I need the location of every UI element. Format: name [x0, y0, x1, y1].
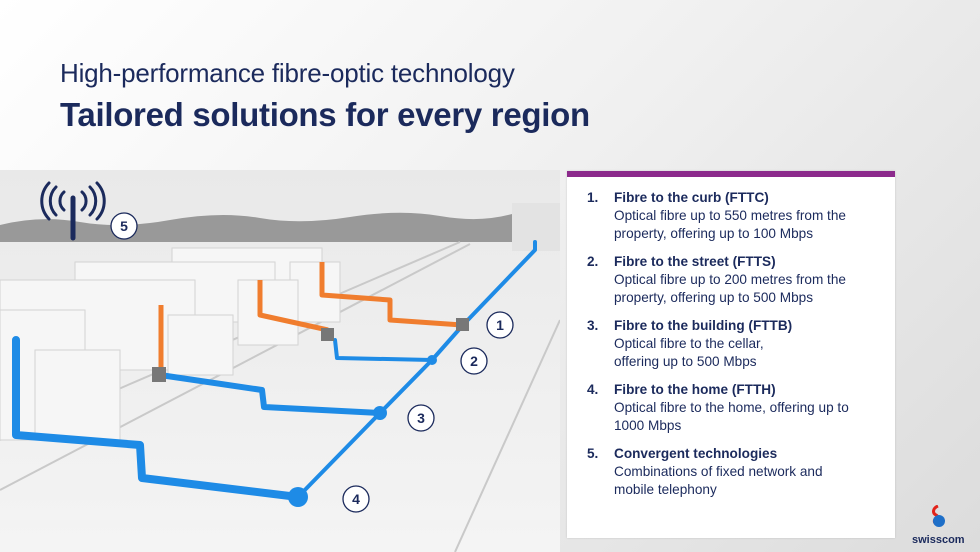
- logo-text: swisscom: [912, 534, 965, 546]
- item-number: 4.: [587, 382, 599, 397]
- item-number: 2.: [587, 254, 599, 269]
- svg-text:4: 4: [352, 491, 360, 507]
- marker-4: 4: [342, 485, 370, 513]
- marker-3: 3: [407, 404, 435, 432]
- item-title: Fibre to the building (FTTB): [614, 318, 793, 333]
- item-title: Fibre to the home (FTTH): [614, 382, 776, 397]
- fibre-lines: [12, 240, 537, 501]
- marker-5: 5: [110, 212, 138, 240]
- slide-title: Tailored solutions for every region: [60, 96, 590, 133]
- item-description: Optical fibre to the cellar, offering up…: [614, 336, 764, 369]
- item-title: Fibre to the street (FTTS): [614, 254, 776, 269]
- item-number: 3.: [587, 318, 599, 333]
- svg-text:3: 3: [417, 410, 425, 426]
- number-markers: 1 2 3 4 5: [110, 212, 514, 513]
- legend-item-fttb: 3. Fibre to the building (FTTB) Optical fi…: [587, 317, 879, 371]
- item-description: Optical fibre up to 550 metres from the …: [614, 208, 846, 241]
- legend-item-fttc: 1. Fibre to the curb (FTTC) Optical fibre …: [587, 189, 879, 243]
- copper-lines: [158, 262, 463, 370]
- antenna-icon: [40, 181, 106, 241]
- fibre-network-illustration: 1 2 3 4 5: [0, 170, 560, 552]
- legend-list: 1. Fibre to the curb (FTTC) Optical fibre …: [587, 189, 879, 509]
- swisscom-logo: swisscom: [912, 504, 965, 546]
- svg-text:2: 2: [470, 353, 478, 369]
- item-description: Combinations of fixed network and mobile…: [614, 464, 823, 497]
- marker-1: 1: [486, 311, 514, 339]
- legend-item-ftth: 4. Fibre to the home (FTTH) Optical fibre …: [587, 381, 879, 435]
- item-description: Optical fibre up to 200 metres from the …: [614, 272, 846, 305]
- slide-subtitle: High-performance fibre-optic technology: [60, 58, 515, 88]
- item-title: Convergent technologies: [614, 446, 778, 461]
- legend-panel: 1. Fibre to the curb (FTTC) Optical fibre …: [567, 171, 895, 538]
- item-description: Optical fibre to the home, offering up t…: [614, 400, 849, 433]
- junctions: [152, 318, 469, 507]
- svg-text:1: 1: [496, 317, 504, 333]
- legend-item-ftts: 2. Fibre to the street (FTTS) Optical fibr…: [587, 253, 879, 307]
- svg-text:5: 5: [120, 218, 128, 234]
- item-title: Fibre to the curb (FTTC): [614, 190, 769, 205]
- swisscom-logo-icon: [932, 504, 945, 527]
- item-number: 5.: [587, 446, 599, 461]
- item-number: 1.: [587, 190, 599, 205]
- marker-2: 2: [460, 347, 488, 375]
